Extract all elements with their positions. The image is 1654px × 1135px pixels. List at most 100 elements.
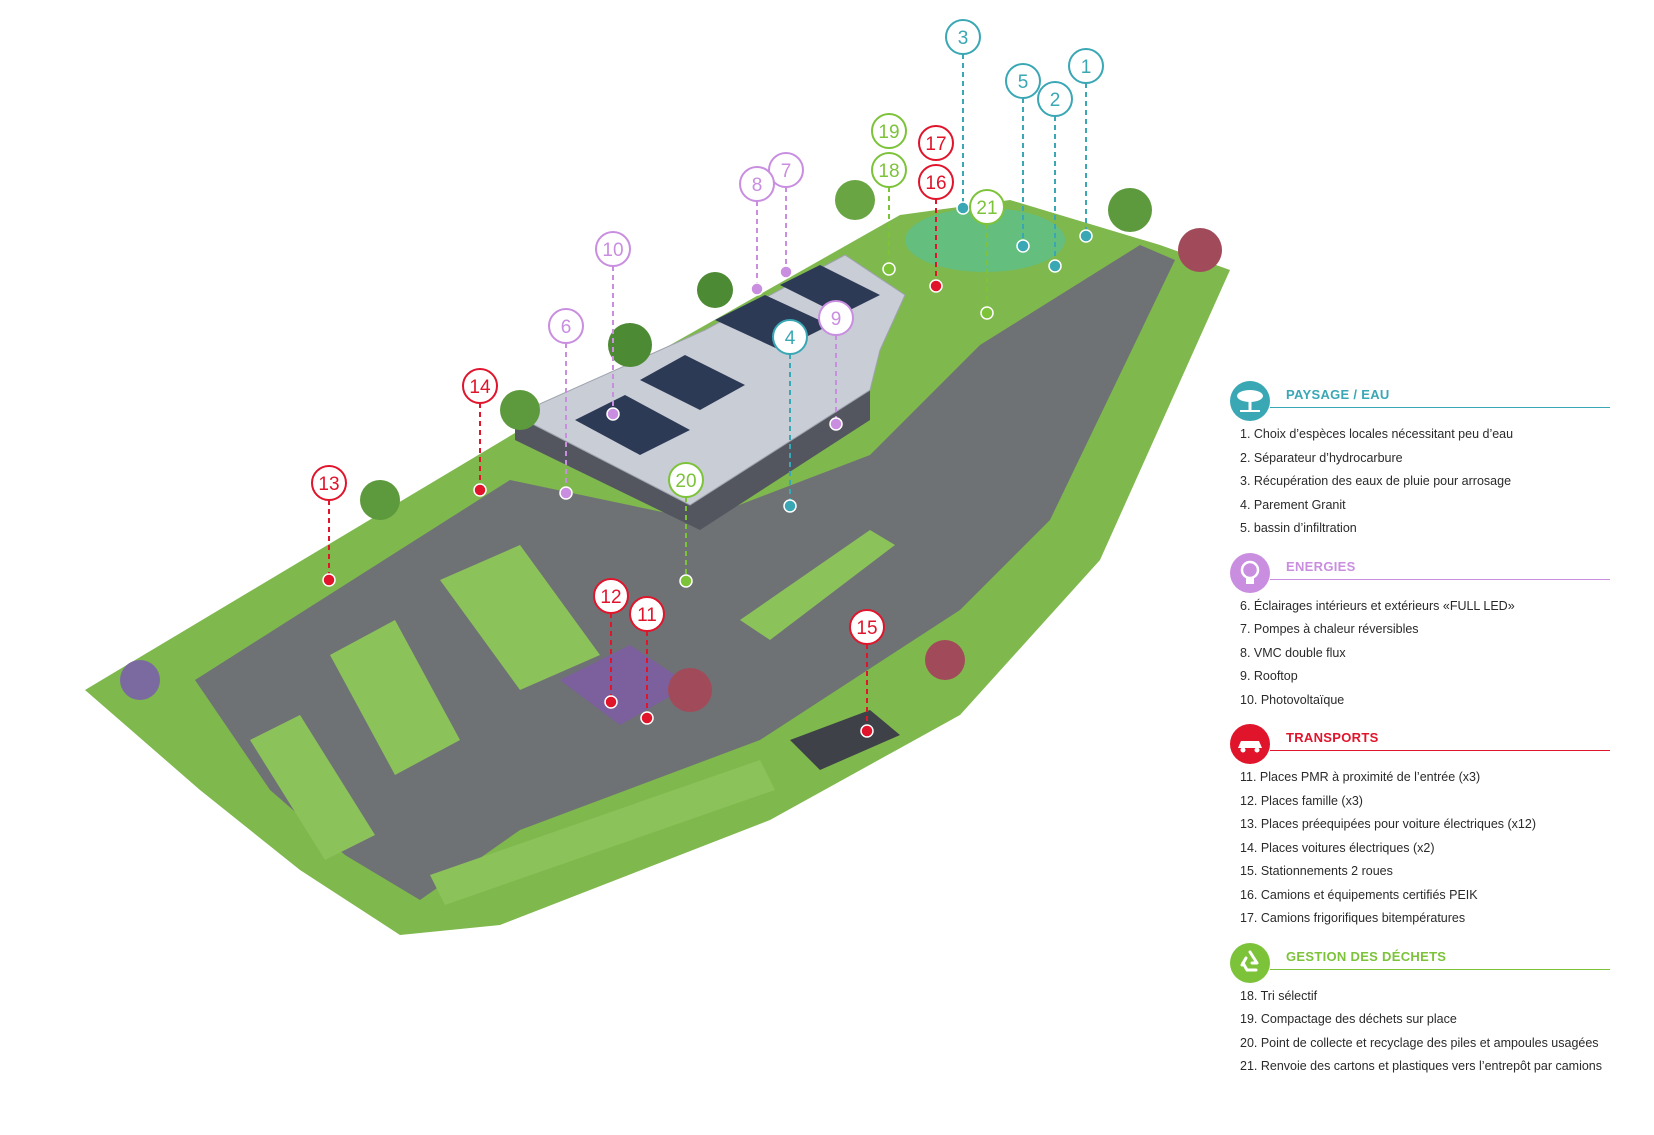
marker-circle: [593, 578, 629, 614]
legend-item: 9. Rooftop: [1240, 669, 1298, 683]
marker-anchor-dot: [1079, 229, 1093, 243]
legend-item: 1. Choix d’espèces locales nécessitant p…: [1240, 427, 1514, 441]
legend-item-list: 1. Choix d’espèces locales nécessitant p…: [1240, 423, 1650, 541]
bike-shelter: [790, 710, 900, 770]
marker-number: 9: [831, 309, 842, 330]
recycle-icon: [1230, 942, 1270, 983]
marker-20: 20: [668, 462, 704, 588]
marker-15: 15: [849, 609, 885, 738]
legend-item: 2. Séparateur d’hydrocarbure: [1240, 450, 1403, 465]
marker-3: 3: [945, 19, 981, 215]
marker-anchor-dot: [860, 724, 874, 738]
legend-category-title: GESTION DES DÉCHETS: [1286, 948, 1447, 964]
marker-circle: [1005, 63, 1041, 99]
marker-number: 19: [878, 122, 899, 143]
legend-category-transports: TRANSPORTS 11. Places PMR à proximité de …: [1230, 724, 1650, 931]
marker-circle: [818, 300, 854, 336]
marker-2: 2: [1037, 81, 1073, 273]
marker-anchor-dot: [322, 573, 336, 587]
marker-circle: [1068, 48, 1104, 84]
marker-12: 12: [593, 578, 629, 709]
marker-11: 11: [629, 596, 665, 725]
marker-number: 8: [752, 175, 763, 196]
parking-rows: [250, 530, 895, 905]
marker-anchor-dot: [980, 306, 994, 320]
marker-5: 5: [1005, 63, 1041, 253]
legend-item: 14. Places voitures électriques (x2): [1240, 840, 1435, 855]
legend-category-rule: [1270, 407, 1610, 408]
car-icon: [1230, 724, 1270, 764]
marker-circle: [768, 152, 804, 188]
legend-category-title: TRANSPORTS: [1286, 730, 1379, 745]
marker-number: 11: [637, 605, 657, 626]
marker-13: 13: [311, 465, 347, 587]
marker-number: 13: [318, 474, 339, 495]
marker-circle: [462, 368, 498, 404]
marker-9: 9: [818, 300, 854, 431]
legend-item: 13. Places préequipées pour voiture élec…: [1240, 817, 1537, 831]
legend-item: 10. Photovoltaïque: [1240, 692, 1345, 707]
legend-item: 12. Places famille (x3): [1240, 793, 1363, 808]
marker-circle: [918, 164, 954, 200]
legend-category-header: PAYSAGE / EAU: [1230, 381, 1650, 423]
marker-anchor-dot: [829, 417, 843, 431]
legend-item: 16. Camions et équipements certifiés PEI…: [1240, 887, 1478, 902]
legend-category-header: GESTION DES DÉCHETS: [1230, 942, 1650, 985]
marker-19: 19: [871, 113, 907, 149]
marker-anchor-dot: [956, 201, 970, 215]
legend-category-paysage: PAYSAGE / EAU 1. Choix d’espèces locales …: [1230, 381, 1650, 541]
legend-category-rule: [1270, 578, 1610, 580]
marker-number: 21: [976, 198, 997, 219]
solar-panels: [575, 265, 880, 455]
marker-7: 7: [768, 152, 804, 279]
marker-circle: [311, 465, 347, 501]
marker-number: 3: [958, 28, 969, 49]
marker-anchor-dot: [929, 279, 943, 293]
marker-circle: [548, 308, 584, 344]
marker-8: 8: [739, 166, 775, 296]
store-building-wall: [515, 390, 870, 530]
marker-4: 4: [772, 319, 808, 513]
legend-item-list: 11. Places PMR à proximité de l’entrée (…: [1240, 766, 1650, 931]
legend-item: 4. Parement Granit: [1240, 497, 1346, 512]
legend-category-title: ENERGIES: [1286, 558, 1356, 574]
marker-number: 1: [1081, 57, 1092, 78]
marker-anchor-dot: [604, 695, 618, 709]
marker-21: 21: [969, 189, 1005, 320]
marker-anchor-dot: [779, 265, 793, 279]
marker-number: 10: [602, 240, 623, 261]
marker-17: 17: [918, 125, 954, 161]
legend: PAYSAGE / EAU 1. Choix d’espèces locales …: [1230, 381, 1650, 1107]
legend-category-header: TRANSPORTS: [1230, 724, 1650, 766]
marker-anchor-dot: [882, 262, 896, 276]
marker-anchor-dot: [1048, 259, 1062, 273]
legend-item: 19. Compactage des déchets sur place: [1240, 1012, 1457, 1026]
marker-circle: [969, 189, 1005, 225]
marker-number: 14: [469, 377, 491, 398]
marker-anchor-dot: [606, 407, 620, 421]
marker-anchor-dot: [1016, 239, 1030, 253]
trees: [120, 180, 1222, 712]
marker-number: 16: [925, 173, 946, 194]
legend-item: 11. Places PMR à proximité de l’entrée (…: [1240, 770, 1481, 784]
marker-anchor-dot: [473, 483, 487, 497]
legend-category-title: PAYSAGE / EAU: [1286, 387, 1390, 402]
legend-item: 20. Point de collecte et recyclage des p…: [1240, 1035, 1599, 1050]
marker-circle: [849, 609, 885, 645]
legend-item: 17. Camions frigorifiques bitempératures: [1240, 911, 1466, 925]
marker-number: 2: [1050, 90, 1061, 111]
marker-number: 18: [878, 161, 899, 182]
marker-circle: [739, 166, 775, 202]
pmr-spaces: [560, 645, 690, 725]
marker-18: 18: [871, 152, 907, 276]
marker-circle: [1037, 81, 1073, 117]
marker-1: 1: [1068, 48, 1104, 243]
marker-number: 17: [925, 134, 946, 155]
marker-circle: [772, 319, 808, 355]
marker-circle: [871, 152, 907, 188]
marker-number: 5: [1018, 72, 1029, 93]
marker-anchor-dot: [640, 711, 654, 725]
